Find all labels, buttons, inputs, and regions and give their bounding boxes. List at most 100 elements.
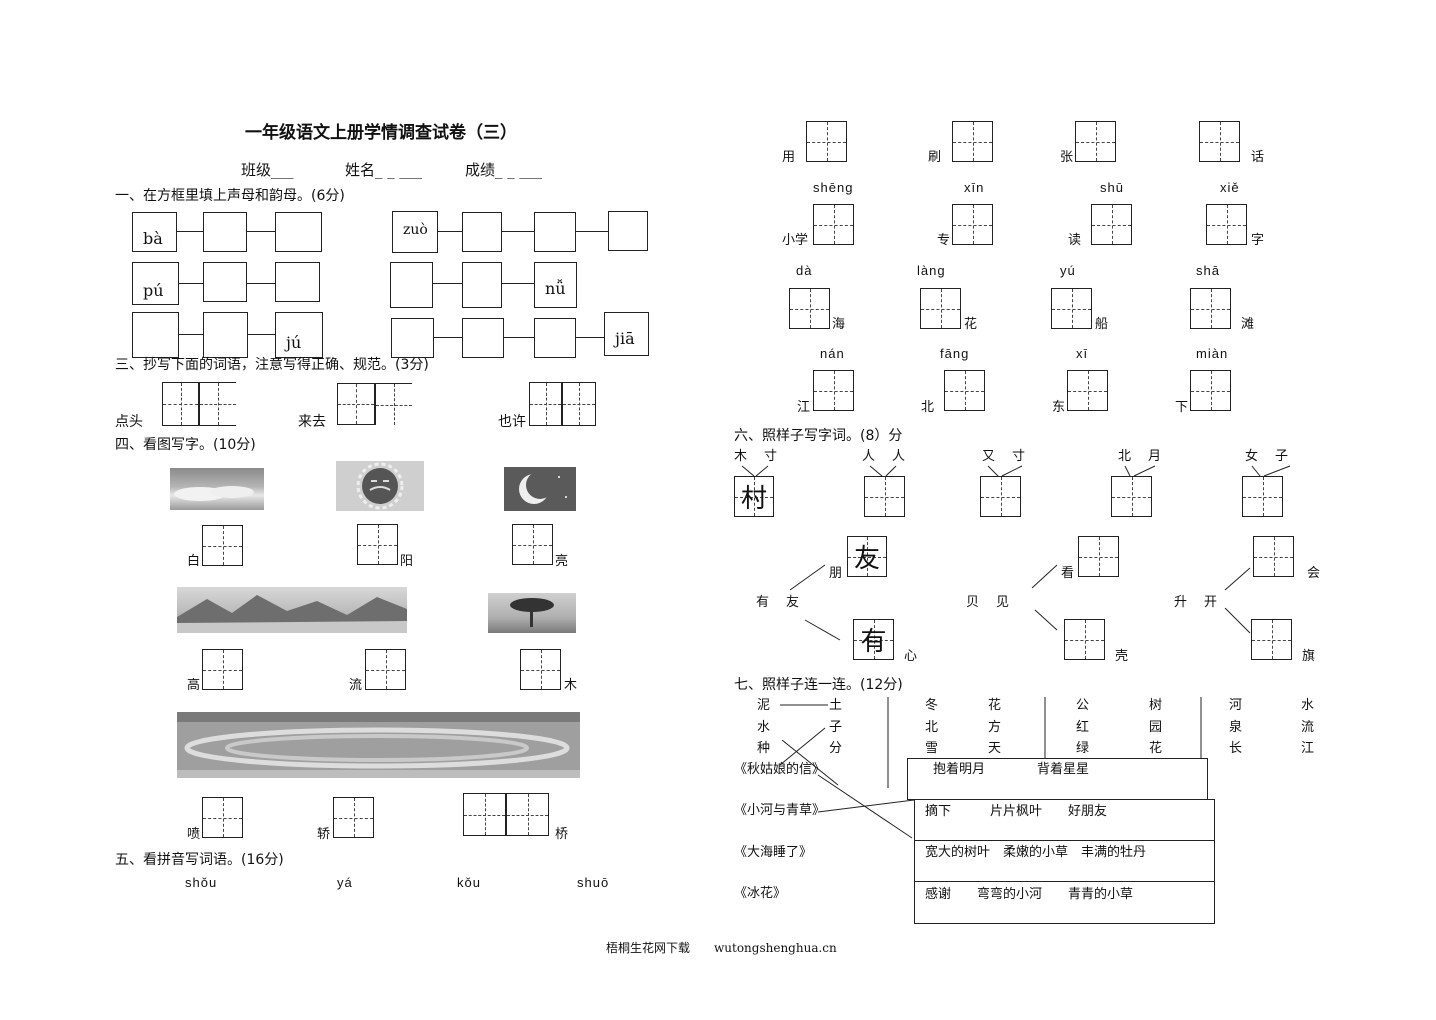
book-title[interactable]: 《秋姑娘的信》 bbox=[734, 762, 826, 777]
match-left[interactable]: 长 bbox=[1229, 741, 1243, 756]
answer-option-3[interactable]: 宽大的树叶 柔嫩的小草 丰满的牡丹 bbox=[914, 840, 1215, 882]
copy-grid[interactable] bbox=[162, 382, 199, 426]
match-left[interactable]: 北 bbox=[925, 720, 939, 735]
book-title[interactable]: 《冰花》 bbox=[734, 886, 787, 901]
section-3-heading: 三、抄写下面的词语，注意写得正确、规范。(3分) bbox=[115, 357, 429, 373]
write-grid[interactable] bbox=[365, 649, 406, 690]
answer-option-1[interactable]: 抱着明月 背着星星 bbox=[907, 758, 1208, 800]
write-grid[interactable] bbox=[520, 649, 561, 690]
write-grid[interactable] bbox=[202, 797, 243, 838]
match-right[interactable]: 园 bbox=[1149, 720, 1163, 735]
write-grid[interactable] bbox=[1091, 204, 1132, 245]
write-grid[interactable] bbox=[789, 288, 830, 329]
answer-box[interactable] bbox=[608, 211, 648, 251]
write-grid[interactable] bbox=[506, 793, 549, 836]
match-left[interactable]: 冬 bbox=[925, 698, 939, 713]
match-left[interactable]: 红 bbox=[1076, 720, 1090, 735]
answer-option-2[interactable]: 摘下 片片枫叶 好朋友 bbox=[914, 799, 1215, 841]
syllable-box-zuo: zuò bbox=[392, 211, 438, 253]
match-right[interactable]: 流 bbox=[1301, 720, 1315, 735]
mountain-river-image bbox=[177, 587, 407, 633]
write-grid[interactable] bbox=[1051, 288, 1092, 329]
copy-grid[interactable] bbox=[529, 382, 562, 426]
write-grid[interactable] bbox=[1251, 619, 1292, 660]
write-grid[interactable] bbox=[952, 121, 993, 162]
answer-box[interactable] bbox=[275, 212, 322, 252]
write-grid[interactable] bbox=[813, 370, 854, 411]
write-grid[interactable] bbox=[1199, 121, 1240, 162]
write-grid[interactable] bbox=[1206, 204, 1247, 245]
book-title[interactable]: 《小河与青草》 bbox=[734, 803, 826, 818]
match-right[interactable]: 分 bbox=[829, 741, 843, 756]
write-grid[interactable] bbox=[920, 288, 961, 329]
example-char: 村 bbox=[740, 484, 767, 514]
match-left[interactable]: 公 bbox=[1076, 698, 1090, 713]
copy-grid[interactable] bbox=[375, 383, 412, 425]
write-grid[interactable] bbox=[1067, 370, 1108, 411]
write-grid[interactable] bbox=[1253, 536, 1294, 577]
write-grid[interactable] bbox=[864, 476, 905, 517]
answer-box[interactable] bbox=[534, 318, 576, 358]
match-right[interactable]: 子 bbox=[829, 720, 843, 735]
match-left[interactable]: 雪 bbox=[925, 741, 939, 756]
answer-box[interactable] bbox=[462, 262, 502, 308]
answer-option-text: 抱着明月 背着星星 bbox=[933, 762, 1090, 777]
answer-box[interactable] bbox=[462, 212, 502, 252]
match-right[interactable]: 树 bbox=[1149, 698, 1163, 713]
write-grid[interactable] bbox=[202, 649, 243, 690]
tree-root: 有 友 bbox=[756, 595, 802, 610]
answer-box[interactable] bbox=[203, 212, 247, 252]
word-char: 江 bbox=[797, 400, 811, 415]
answer-box[interactable] bbox=[462, 318, 504, 358]
write-grid[interactable] bbox=[463, 793, 506, 836]
answer-box[interactable] bbox=[391, 318, 434, 358]
match-right[interactable]: 土 bbox=[829, 698, 843, 713]
write-grid[interactable] bbox=[1075, 121, 1116, 162]
tree-label: 心 bbox=[904, 649, 918, 664]
answer-box[interactable] bbox=[203, 312, 248, 358]
write-grid[interactable] bbox=[202, 525, 243, 566]
write-grid[interactable] bbox=[333, 797, 374, 838]
write-grid[interactable] bbox=[1111, 476, 1152, 517]
answer-option-4[interactable]: 感谢 弯弯的小河 青青的小草 bbox=[914, 881, 1215, 924]
copy-grid[interactable] bbox=[562, 382, 596, 426]
write-grid[interactable] bbox=[944, 370, 985, 411]
match-left[interactable]: 泉 bbox=[1229, 720, 1243, 735]
write-grid[interactable] bbox=[1064, 619, 1105, 660]
write-grid[interactable] bbox=[1242, 476, 1283, 517]
answer-box[interactable] bbox=[534, 212, 576, 252]
answer-box[interactable] bbox=[132, 312, 179, 358]
answer-box[interactable] bbox=[203, 262, 247, 302]
book-title[interactable]: 《大海睡了》 bbox=[734, 845, 813, 860]
write-grid[interactable] bbox=[1190, 370, 1231, 411]
write-grid[interactable] bbox=[357, 524, 398, 565]
write-grid[interactable] bbox=[1190, 288, 1231, 329]
match-left[interactable]: 泥 bbox=[757, 698, 771, 713]
write-grid[interactable] bbox=[1078, 536, 1119, 577]
copy-grid[interactable] bbox=[337, 383, 375, 425]
write-grid[interactable] bbox=[813, 204, 854, 245]
write-grid[interactable] bbox=[952, 204, 993, 245]
tree-root: 贝 见 bbox=[966, 595, 1012, 610]
match-right[interactable]: 方 bbox=[988, 720, 1002, 735]
match-left[interactable]: 河 bbox=[1229, 698, 1243, 713]
write-grid[interactable] bbox=[806, 121, 847, 162]
footer-source: 梧桐生花网下载 wutongshenghua.cn bbox=[606, 941, 837, 955]
copy-grid[interactable] bbox=[199, 382, 236, 426]
match-right[interactable]: 花 bbox=[988, 698, 1002, 713]
write-grid[interactable] bbox=[512, 524, 553, 565]
answer-box[interactable] bbox=[275, 262, 320, 302]
pinyin-ya: yá bbox=[337, 875, 353, 890]
write-grid[interactable] bbox=[980, 476, 1021, 517]
match-left[interactable]: 种 bbox=[757, 741, 771, 756]
match-right[interactable]: 水 bbox=[1301, 698, 1315, 713]
match-left[interactable]: 水 bbox=[757, 720, 771, 735]
syllable-jia: jiā bbox=[615, 329, 635, 348]
match-right[interactable]: 江 bbox=[1301, 741, 1315, 756]
answer-box[interactable] bbox=[390, 262, 433, 308]
word-char: 专 bbox=[937, 233, 951, 248]
match-left[interactable]: 绿 bbox=[1076, 741, 1090, 756]
match-right[interactable]: 花 bbox=[1149, 741, 1163, 756]
score-field: 成绩_ _ ___ bbox=[465, 161, 543, 179]
match-right[interactable]: 天 bbox=[988, 741, 1002, 756]
